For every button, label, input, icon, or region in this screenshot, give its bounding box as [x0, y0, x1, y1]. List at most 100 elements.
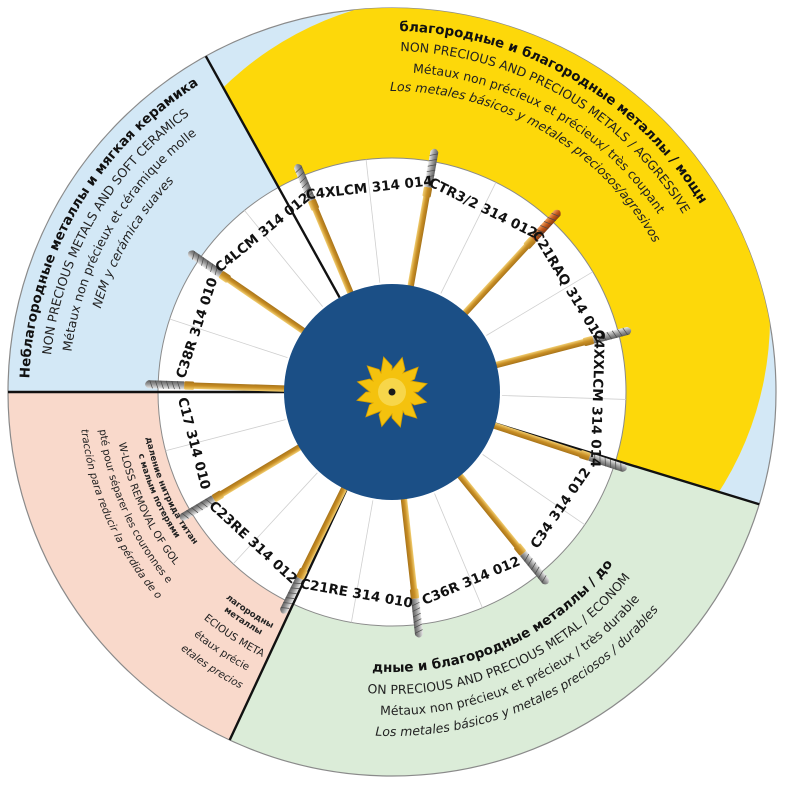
sector-blue	[8, 56, 279, 393]
tool-flute	[304, 186, 311, 194]
tool-flute	[427, 164, 437, 167]
inner-divider	[350, 500, 374, 623]
tool-flute	[171, 380, 175, 390]
tool-shank	[488, 421, 583, 457]
tool-bur-9	[188, 250, 310, 337]
tool-flute	[604, 457, 606, 467]
tool-flute	[181, 512, 189, 519]
tool-bur-5	[400, 493, 424, 638]
tool-flute	[606, 331, 613, 340]
hub-layer	[284, 284, 500, 500]
tool-flute	[538, 570, 543, 579]
tool-flute	[412, 607, 421, 612]
tool-tip	[294, 163, 316, 202]
tool-collar	[409, 588, 420, 600]
tool-shank	[219, 442, 306, 497]
tool-flute	[280, 607, 290, 609]
inner-divider	[165, 419, 286, 452]
tool-tip	[588, 453, 627, 472]
tool-shank	[300, 482, 349, 572]
tool-collar	[296, 568, 308, 580]
sector-divider	[204, 55, 341, 299]
sector-divider	[228, 489, 348, 741]
tool-tip	[188, 250, 223, 278]
sector-pink	[7, 392, 294, 741]
tool-bur-4	[454, 469, 550, 585]
tool-collar	[579, 450, 591, 461]
tool-shank	[226, 276, 310, 337]
tool-flute	[205, 260, 209, 269]
tool-flute	[599, 456, 601, 465]
cutter-hole	[388, 388, 396, 396]
tool-bur-6	[280, 482, 349, 614]
tool-flute	[617, 329, 623, 337]
tool-collar	[211, 490, 224, 502]
tool-flute	[192, 251, 195, 260]
tool-tip	[530, 209, 561, 242]
tool-bur-10	[294, 163, 355, 299]
tool-bur-0	[406, 148, 439, 292]
tool-flute	[413, 618, 422, 623]
tool-flute	[165, 380, 170, 390]
tool-flute	[622, 327, 629, 336]
tool-flute	[186, 510, 194, 516]
tool-shank	[400, 493, 418, 591]
tool-tip	[179, 495, 216, 521]
tool-flute	[201, 257, 204, 266]
tool-flute	[295, 166, 303, 173]
inner-divider	[501, 395, 626, 400]
tool-shank	[192, 382, 291, 392]
tool-tip	[280, 576, 304, 614]
tool-code-2: C4XXLCM 314 014	[587, 329, 607, 467]
tool-tip	[592, 326, 632, 344]
tool-flute	[306, 191, 313, 199]
tool-collar	[523, 236, 536, 249]
tool-collar	[514, 543, 526, 556]
tool-flute	[176, 381, 181, 390]
tool-shank	[406, 194, 430, 292]
tool-flute	[195, 504, 203, 511]
tool-flute	[425, 175, 435, 178]
inner-divider	[486, 271, 593, 336]
tool-flute	[541, 575, 547, 583]
tool-flute	[429, 153, 439, 156]
tool-flute	[615, 461, 617, 470]
tool-bur-7	[179, 442, 306, 521]
inner-divider	[232, 472, 318, 565]
tool-flute	[594, 454, 596, 463]
tool-flute	[534, 566, 540, 575]
tool-bur-1	[459, 209, 561, 319]
tool-flute	[524, 553, 530, 562]
tool-flute	[547, 217, 556, 221]
tool-shank	[490, 339, 586, 370]
tool-collar	[218, 271, 231, 283]
tool-flute	[601, 333, 607, 341]
tool-flute	[288, 592, 297, 594]
tool-flute	[595, 334, 602, 343]
tool-flute	[543, 221, 553, 225]
tool-flute	[611, 330, 618, 338]
tool-flute	[536, 229, 545, 234]
tool-tip	[424, 148, 439, 188]
tool-layer	[145, 148, 632, 638]
tool-flute	[292, 582, 302, 585]
tool-flute	[149, 380, 153, 389]
tool-flute	[205, 498, 213, 505]
tool-shank	[454, 469, 520, 549]
tool-flute	[301, 181, 309, 189]
tool-flute	[299, 176, 307, 184]
tool-flute	[527, 558, 533, 566]
tool-flute	[551, 213, 560, 217]
tool-flute	[412, 612, 421, 618]
tool-tip	[145, 380, 185, 390]
tool-bur-2	[490, 326, 632, 370]
tool-flute	[531, 562, 537, 571]
sector-green	[229, 460, 760, 776]
tool-flute	[620, 462, 622, 472]
tool-collar	[308, 198, 319, 211]
tool-flute	[283, 602, 292, 604]
tool-flute	[540, 225, 549, 230]
inner-divider	[244, 210, 323, 307]
